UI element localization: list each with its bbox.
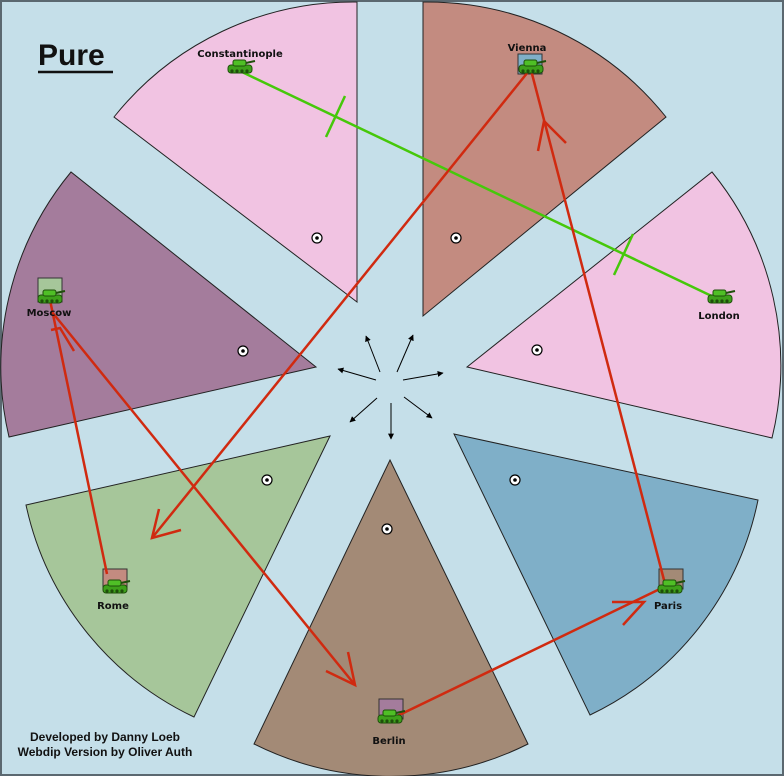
territory-rome[interactable] (25, 435, 331, 718)
order-move-rome-moscow (48, 299, 109, 575)
compass-arrows-icon (337, 334, 444, 440)
supply-center-moscow (237, 345, 249, 357)
territory-paris[interactable] (453, 433, 759, 716)
label-london: London (698, 311, 740, 322)
supply-center-paris (509, 474, 521, 486)
territory-london[interactable] (465, 171, 782, 439)
territory-constantinople[interactable] (113, 1, 358, 304)
label-vienna: Vienna (508, 43, 547, 54)
supply-center-london (531, 344, 543, 356)
label-moscow: Moscow (27, 308, 72, 319)
order-move-paris-vienna (529, 69, 666, 581)
supply-center-vienna (450, 232, 462, 244)
map-title: Pure (38, 39, 105, 72)
supply-center-berlin (381, 523, 393, 535)
territory-moscow[interactable] (0, 171, 318, 438)
credits-line-2: Webdip Version by Oliver Auth (18, 745, 193, 759)
supply-center-rome (261, 474, 273, 486)
credits-line-1: Developed by Danny Loeb (30, 730, 180, 744)
label-rome: Rome (97, 601, 129, 612)
order-move-berlin-paris (392, 585, 665, 720)
supply-center-constantinople (311, 232, 323, 244)
order-support-constantinople-london (241, 70, 721, 302)
label-constantinople: Constantinople (197, 49, 283, 60)
order-move-vienna-rome (150, 71, 529, 540)
label-berlin: Berlin (372, 736, 405, 747)
territory-berlin[interactable] (253, 458, 529, 776)
territory-vienna[interactable] (422, 1, 667, 318)
order-move-moscow-berlin (51, 311, 357, 688)
label-paris: Paris (654, 601, 682, 612)
